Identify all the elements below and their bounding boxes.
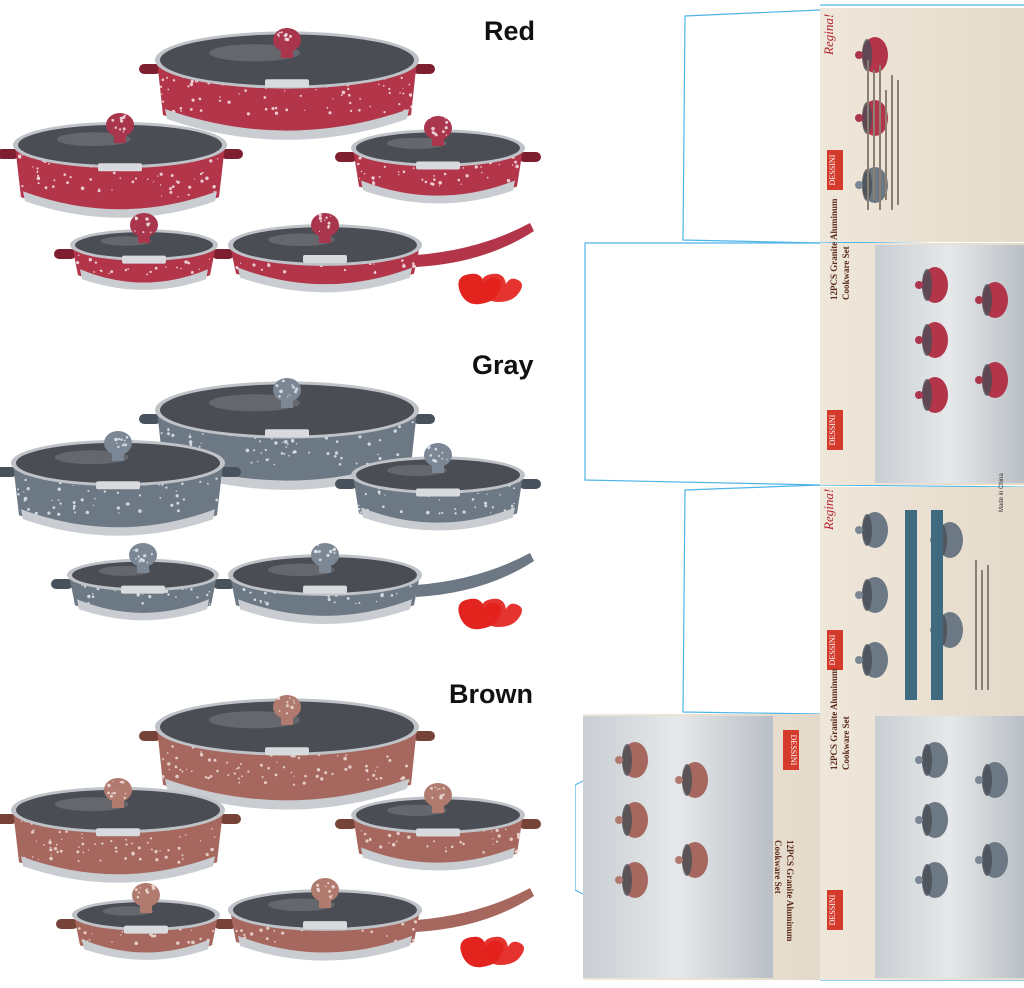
red-oven-mitts bbox=[458, 273, 522, 305]
red-stockpot bbox=[139, 28, 435, 140]
gray-casserole-small-knob bbox=[129, 543, 157, 573]
box-pot-illustration bbox=[855, 642, 888, 678]
box-logo-1: DESSINI bbox=[827, 150, 843, 190]
box-pot-illustration bbox=[975, 282, 1008, 318]
gray-cookware-image bbox=[0, 378, 541, 630]
red-label: Red bbox=[484, 16, 536, 46]
red-casserole-large bbox=[0, 113, 243, 218]
red-casserole-medium-knob bbox=[424, 116, 452, 146]
box-pot-illustration bbox=[915, 862, 948, 898]
box-title-1: 12PCS Granite Aluminum bbox=[829, 198, 839, 300]
brown-casserole-large-knob bbox=[104, 778, 132, 808]
gray-saute-pan-knob bbox=[311, 543, 339, 573]
gray-casserole-medium bbox=[335, 443, 541, 531]
gray-label: Gray bbox=[472, 350, 534, 380]
gray-set-panel: Gray bbox=[0, 325, 560, 655]
box-pot-illustration bbox=[675, 762, 708, 798]
box-logo-2: DESSINI bbox=[827, 410, 843, 450]
brown-casserole-large bbox=[0, 778, 241, 883]
box-spec-table bbox=[905, 510, 917, 700]
svg-text:DESSINI: DESSINI bbox=[828, 414, 837, 445]
gray-saute-pan bbox=[228, 543, 534, 624]
box-pot-illustration bbox=[615, 742, 648, 778]
box-pot-illustration bbox=[975, 762, 1008, 798]
box-pot-illustration bbox=[855, 512, 888, 548]
red-saute-pan bbox=[228, 213, 534, 293]
box-panel-top bbox=[820, 8, 1024, 242]
box-logo-3: DESSINI bbox=[827, 630, 843, 670]
red-casserole-large-knob bbox=[106, 113, 134, 143]
gray-casserole-small bbox=[51, 543, 235, 621]
brown-set-panel: Brown bbox=[0, 655, 560, 988]
box-logo-4: DESSINI bbox=[827, 890, 843, 930]
brown-stockpot-knob bbox=[273, 695, 301, 725]
box-pot-illustration bbox=[915, 742, 948, 778]
box-subtitle-1: Cookware Set bbox=[841, 246, 851, 300]
box-pot-illustration bbox=[975, 842, 1008, 878]
box-pot-illustration bbox=[915, 267, 948, 303]
brown-casserole-medium-knob bbox=[424, 783, 452, 813]
box-pot-illustration bbox=[915, 802, 948, 838]
box-pot-illustration bbox=[915, 322, 948, 358]
red-set-panel: Red bbox=[0, 0, 560, 325]
box-spec-text bbox=[867, 60, 989, 690]
brown-saute-pan bbox=[228, 878, 534, 961]
brown-cookware-image bbox=[0, 695, 541, 968]
box-subtitle-3: Cookware Set bbox=[773, 840, 783, 894]
gray-oven-mitts bbox=[458, 598, 522, 630]
box-pot-illustration bbox=[975, 362, 1008, 398]
gray-stockpot-knob bbox=[273, 378, 301, 408]
gray-casserole-large bbox=[0, 431, 241, 536]
box-made-in: Made in China bbox=[999, 473, 1005, 512]
brown-label: Brown bbox=[449, 679, 533, 709]
box-title-3: 12PCS Granite Aluminum bbox=[785, 840, 795, 942]
brown-casserole-small-knob bbox=[132, 883, 160, 913]
brown-oven-mitts bbox=[460, 936, 524, 968]
svg-text:DESSINI: DESSINI bbox=[789, 735, 798, 766]
box-pot-illustration bbox=[675, 842, 708, 878]
red-casserole-small-knob bbox=[130, 213, 158, 243]
box-pot-illustration bbox=[615, 802, 648, 838]
brown-saute-pan-knob bbox=[311, 878, 339, 908]
brown-casserole-small bbox=[56, 883, 236, 960]
box-panel-specs-gray bbox=[820, 487, 1024, 714]
red-casserole-medium bbox=[335, 116, 541, 204]
box-pot-illustration bbox=[615, 862, 648, 898]
svg-text:DESSINI: DESSINI bbox=[828, 154, 837, 185]
box-script-name-2: Regina! bbox=[821, 489, 836, 531]
box-title-2: 12PCS Granite Aluminum bbox=[829, 668, 839, 770]
brown-casserole-medium bbox=[335, 783, 541, 871]
gray-casserole-medium-knob bbox=[424, 443, 452, 473]
box-logo-5: DESSINI bbox=[783, 730, 799, 770]
brown-stockpot bbox=[139, 695, 435, 810]
packaging-box-dieline: DESSINI DESSINI DESSINI DESSINI DESSINI … bbox=[575, 4, 1024, 981]
red-stockpot-knob bbox=[273, 28, 301, 58]
red-saute-pan-knob bbox=[311, 213, 339, 243]
box-script-name-1: Regina! bbox=[821, 14, 836, 56]
red-cookware-image bbox=[0, 28, 541, 305]
box-pot-illustration bbox=[915, 377, 948, 413]
red-casserole-small bbox=[54, 213, 234, 290]
gray-casserole-large-knob bbox=[104, 431, 132, 461]
svg-text:DESSINI: DESSINI bbox=[828, 894, 837, 925]
box-pot-illustration bbox=[855, 577, 888, 613]
svg-text:DESSINI: DESSINI bbox=[828, 634, 837, 665]
box-subtitle-2: Cookware Set bbox=[841, 716, 851, 770]
